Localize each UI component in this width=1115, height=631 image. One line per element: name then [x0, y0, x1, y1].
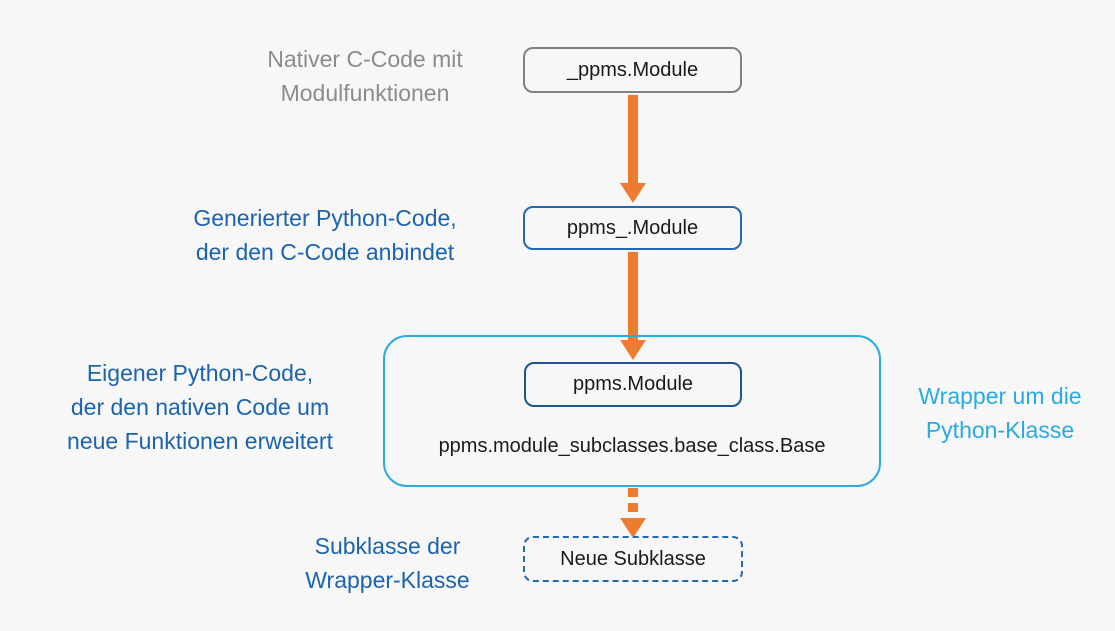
node-wrapper-module: ppms.Module: [524, 362, 742, 407]
node-wrapper-module-label: ppms.Module: [572, 373, 694, 395]
arrow-native-to-generated: [620, 95, 646, 203]
label-native-c-code: Nativer C-Code mit Modulfunktionen: [240, 42, 490, 110]
arrow-head-icon: [620, 518, 646, 538]
arrow-wrapper-to-subclass: [620, 488, 646, 538]
label-line: Wrapper-Klasse: [305, 567, 470, 593]
label-line: Modulfunktionen: [280, 80, 450, 106]
label-line: Python-Klasse: [925, 417, 1075, 443]
arrow-dash: [628, 503, 638, 512]
node-native-module: _ppms.Module: [523, 47, 742, 93]
label-own-python-code: Eigener Python-Code, der den nativen Cod…: [25, 356, 375, 458]
label-line: neue Funktionen erweitert: [67, 428, 333, 454]
node-new-subclass-label: Neue Subklasse: [560, 547, 706, 570]
node-native-module-label: _ppms.Module: [566, 58, 699, 81]
label-wrapper-python-class: Wrapper um die Python-Klasse: [885, 379, 1115, 447]
label-line: der den C-Code anbindet: [195, 239, 455, 265]
base-class-path: ppms.module_subclasses.base_class.Base: [438, 435, 826, 457]
arrow-shaft: [628, 95, 638, 183]
label-line: Wrapper um die: [918, 383, 1082, 409]
label-line: Nativer C-Code mit: [267, 46, 463, 72]
label-subclass-of-wrapper: Subklasse der Wrapper-Klasse: [280, 529, 495, 597]
label-generated-python-code: Generierter Python-Code, der den C-Code …: [170, 201, 480, 269]
arrow-shaft: [628, 252, 638, 340]
node-new-subclass: Neue Subklasse: [523, 536, 743, 582]
arrow-dash: [628, 488, 638, 497]
wrapper-container: [383, 335, 881, 487]
node-generated-module-label: ppms_.Module: [566, 216, 699, 239]
arrow-head-icon: [620, 340, 646, 360]
label-line: der den nativen Code um: [70, 394, 330, 420]
node-generated-module: ppms_.Module: [523, 206, 742, 250]
label-line: Generierter Python-Code,: [193, 205, 457, 231]
arrow-head-icon: [620, 183, 646, 203]
arrow-generated-to-wrapper: [620, 252, 646, 360]
label-line: Subklasse der: [314, 533, 461, 559]
label-line: Eigener Python-Code,: [86, 360, 314, 386]
